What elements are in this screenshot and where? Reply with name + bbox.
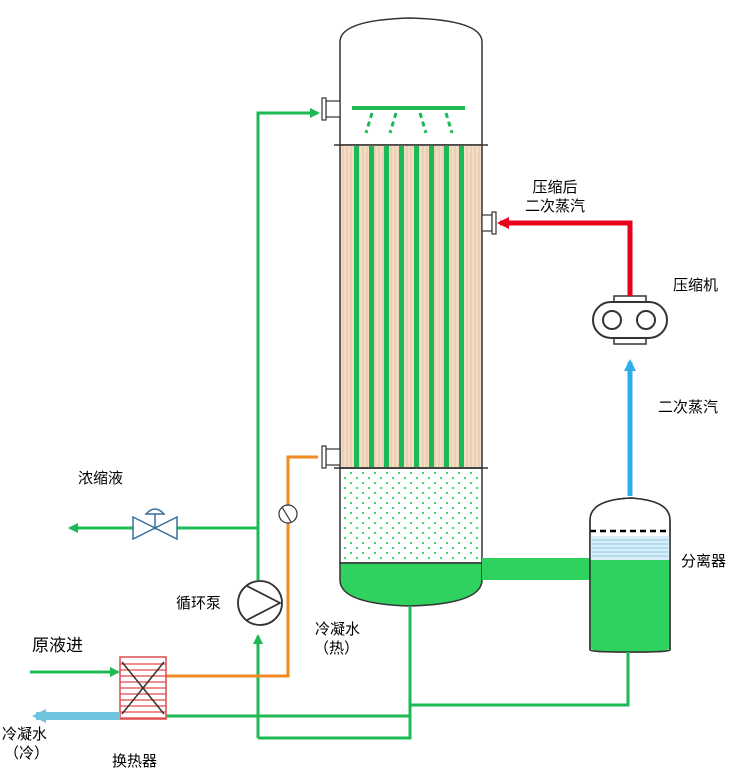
heat-tube bbox=[444, 146, 449, 467]
lower-chamber bbox=[339, 467, 483, 564]
heat-tube bbox=[369, 146, 374, 467]
bottom-liquid-head bbox=[339, 562, 483, 607]
concentrate-label: 浓缩液 bbox=[78, 469, 124, 487]
separator-bottom-line bbox=[410, 652, 630, 707]
condensate-hot-label-1: 冷凝水 bbox=[315, 620, 361, 638]
heat-tube bbox=[459, 146, 464, 467]
condensate-hot-label-2: （热） bbox=[314, 639, 360, 657]
heat-tube bbox=[414, 146, 419, 467]
evaporator-bottom-return bbox=[258, 606, 412, 740]
condensate-line-orange bbox=[166, 455, 318, 678]
compressor-label: 压缩机 bbox=[673, 276, 719, 294]
recirculation-line bbox=[256, 108, 320, 580]
evaporator-top-dome bbox=[339, 17, 483, 145]
heat-tubes bbox=[342, 146, 480, 467]
flow-meter bbox=[278, 504, 298, 524]
condensate-cold-label-1: 冷凝水 bbox=[2, 725, 48, 743]
separator-label: 分离器 bbox=[681, 552, 727, 570]
compressed-vapor-label-1: 压缩后 bbox=[532, 178, 578, 196]
heat-tube bbox=[429, 146, 434, 467]
circulation-pump[interactable] bbox=[237, 580, 283, 626]
concentrate-valve bbox=[132, 508, 178, 541]
feed-in-label: 原液进 bbox=[32, 636, 83, 656]
heat-exchanger-label: 换热器 bbox=[112, 752, 158, 770]
heat-tube bbox=[384, 146, 389, 467]
evaporator-column bbox=[321, 17, 497, 607]
evaporator-separator-connection bbox=[482, 558, 592, 580]
compressor-symbol bbox=[592, 295, 668, 345]
separator-vessel bbox=[589, 497, 671, 653]
secondary-vapor-label: 二次蒸汽 bbox=[658, 398, 719, 416]
condensate-cold-label-2: （冷） bbox=[4, 744, 50, 762]
compressed-vapor-line bbox=[497, 217, 633, 296]
circulation-pump-label: 循环泵 bbox=[176, 594, 222, 612]
heat-exchanger bbox=[119, 656, 167, 720]
heat-tube bbox=[399, 146, 404, 467]
spray-nozzles bbox=[364, 112, 454, 134]
heat-tube bbox=[354, 146, 359, 467]
compressed-vapor-label-2: 二次蒸汽 bbox=[524, 197, 585, 215]
